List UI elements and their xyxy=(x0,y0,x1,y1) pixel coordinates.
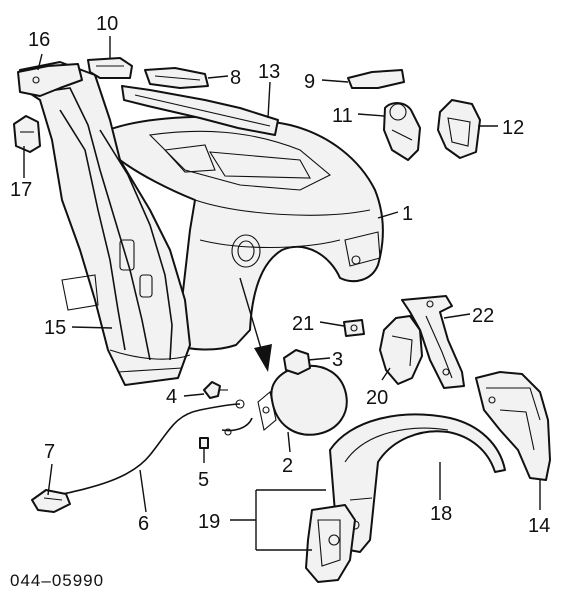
bracket-11 xyxy=(383,102,421,161)
callout-22: 22 xyxy=(472,305,494,327)
callout-11: 11 xyxy=(332,105,353,127)
diagram-code: 044–05990 xyxy=(10,571,104,590)
wheelhouse-bracket-22 xyxy=(401,295,465,389)
clip-5 xyxy=(199,437,209,449)
wheelhouse-outer-18 xyxy=(329,413,506,553)
callout-9: 9 xyxy=(304,71,315,93)
callout-8: 8 xyxy=(230,67,241,89)
inner-pillar-structure xyxy=(19,61,191,386)
bracket-17 xyxy=(13,115,41,153)
callout-15: 15 xyxy=(44,317,66,339)
callout-21: 21 xyxy=(292,313,314,335)
screw-4 xyxy=(203,381,228,399)
callout-6: 6 xyxy=(138,513,149,535)
bracket-12 xyxy=(437,99,481,159)
release-lever xyxy=(31,489,71,513)
callout-13: 13 xyxy=(258,61,280,83)
callout-10: 10 xyxy=(96,13,118,35)
hinge-3 xyxy=(283,349,311,375)
wheelhouse-bracket-20 xyxy=(379,315,423,385)
bracket-9 xyxy=(347,69,405,89)
callout-3: 3 xyxy=(332,349,343,371)
callout-4: 4 xyxy=(166,386,177,408)
upper-rail xyxy=(121,85,279,136)
callout-12: 12 xyxy=(502,117,524,139)
callout-18: 18 xyxy=(430,503,452,525)
callout-2: 2 xyxy=(282,455,293,477)
rear-lower-panel-14 xyxy=(475,371,551,481)
callout-16: 16 xyxy=(28,29,50,51)
callout-7: 7 xyxy=(44,441,55,463)
clip-21 xyxy=(343,319,365,337)
callout-20: 20 xyxy=(366,387,388,409)
callout-1: 1 xyxy=(402,203,413,225)
wheelhouse-inner-19 xyxy=(305,504,356,583)
callout-17: 17 xyxy=(10,179,32,201)
callout-labels: 1 2 3 4 5 6 7 8 9 10 11 12 13 14 15 16 1… xyxy=(10,13,550,537)
bracket-8 xyxy=(144,67,209,89)
leader-lines xyxy=(23,36,541,551)
bracket-10 xyxy=(87,57,133,79)
fuel-filler-door xyxy=(257,364,348,436)
callout-5: 5 xyxy=(198,469,209,491)
release-cable xyxy=(53,399,253,497)
bracket-16 xyxy=(17,63,83,97)
callout-14: 14 xyxy=(528,515,550,537)
callout-19: 19 xyxy=(198,511,220,533)
assembly-arrow xyxy=(239,277,272,372)
